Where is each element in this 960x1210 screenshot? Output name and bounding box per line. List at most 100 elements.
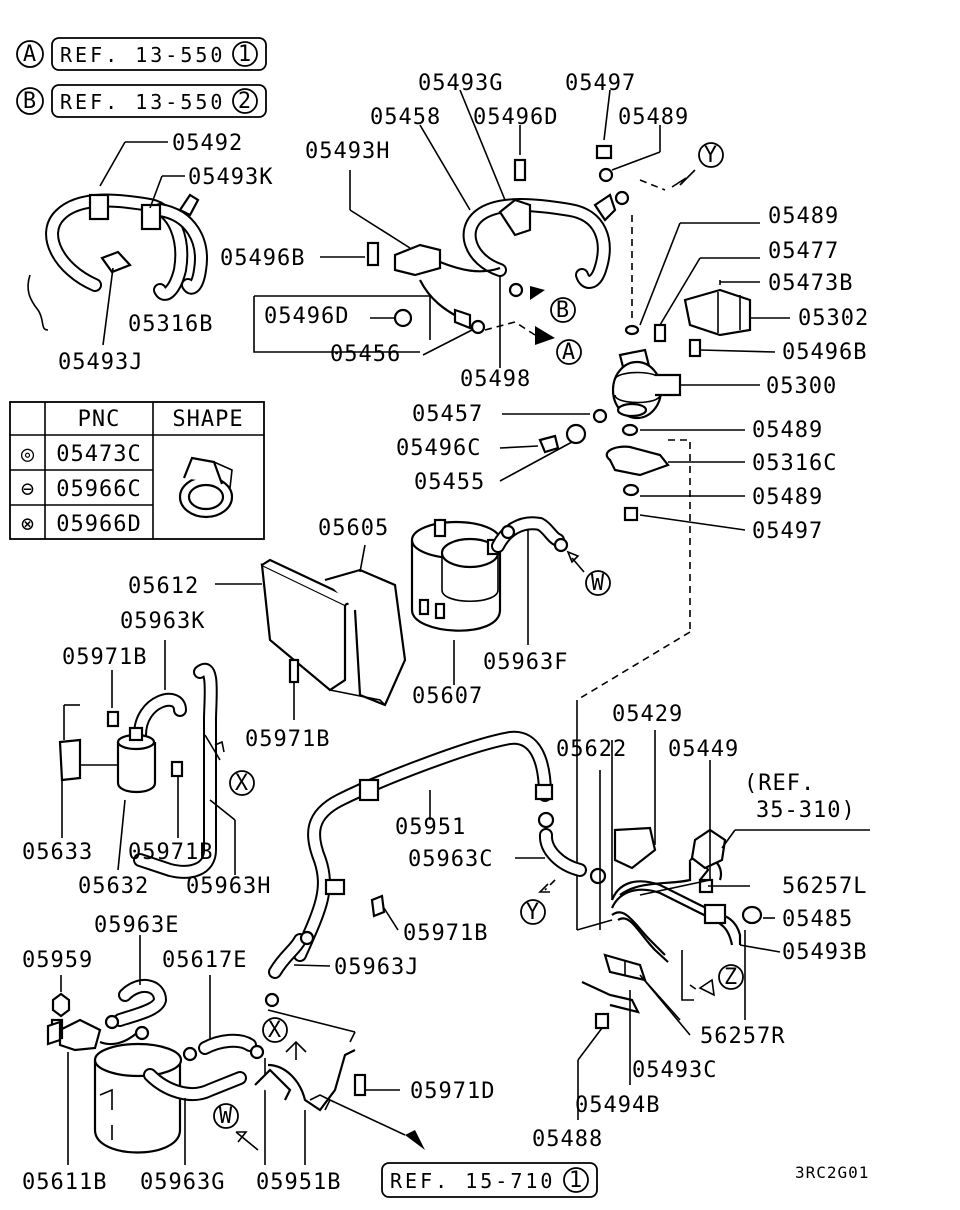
svg-text:Z: Z — [724, 965, 738, 990]
label-05485[interactable]: 05485 — [782, 907, 853, 932]
label-05497-lower[interactable]: 05497 — [752, 519, 823, 544]
label-56257l[interactable]: 56257L — [782, 874, 867, 899]
label-05963j[interactable]: 05963J — [334, 955, 419, 980]
reference-15-710[interactable]: REF. 15-710 1 — [381, 1162, 598, 1198]
label-05971b-bracket[interactable]: 05971B — [245, 727, 330, 752]
label-05632[interactable]: 05632 — [78, 874, 149, 899]
label-05493c[interactable]: 05493C — [632, 1058, 717, 1083]
label-05316b[interactable]: 05316B — [128, 312, 213, 337]
ref-15-710-text: REF. 15-710 — [390, 1169, 555, 1193]
svg-text:W: W — [591, 571, 605, 596]
marker-b-arrow[interactable]: B — [508, 282, 576, 323]
svg-text:X: X — [268, 1018, 282, 1043]
marker-x-left[interactable]: X — [204, 734, 255, 796]
label-05963g[interactable]: 05963G — [140, 1170, 225, 1195]
label-05489-mid[interactable]: 05489 — [752, 418, 823, 443]
label-05607[interactable]: 05607 — [412, 684, 483, 709]
label-05496b[interactable]: 05496B — [220, 246, 305, 271]
svg-text:X: X — [235, 771, 249, 796]
label-05963k[interactable]: 05963K — [120, 609, 205, 634]
marker-a: A — [23, 42, 37, 67]
label-05971b-valve[interactable]: 05971B — [128, 840, 213, 865]
clamp-shape-icon — [178, 456, 234, 519]
label-05429[interactable]: 05429 — [612, 702, 683, 727]
purge-control-valve — [576, 215, 790, 930]
label-05496d[interactable]: 05496D — [473, 105, 558, 130]
symbol-double-circle: ◎ — [21, 442, 35, 467]
marker-w-bottom[interactable]: W — [213, 1103, 239, 1129]
label-05493b[interactable]: 05493B — [782, 940, 867, 965]
label-05494b[interactable]: 05494B — [575, 1093, 660, 1118]
marker-z[interactable]: Z — [718, 964, 744, 990]
label-05951b[interactable]: 05951B — [256, 1170, 341, 1195]
label-05951[interactable]: 05951 — [395, 815, 466, 840]
label-05473b[interactable]: 05473B — [768, 271, 853, 296]
svg-text:2: 2 — [238, 89, 252, 114]
label-05316c[interactable]: 05316C — [752, 451, 837, 476]
label-05493j[interactable]: 05493J — [58, 350, 143, 375]
svg-text:A: A — [562, 340, 576, 365]
upper-left-hose-assembly — [27, 141, 208, 346]
svg-text:1: 1 — [238, 42, 252, 67]
label-05497[interactable]: 05497 — [565, 71, 636, 96]
label-05963c[interactable]: 05963C — [408, 847, 493, 872]
label-05457[interactable]: 05457 — [412, 402, 483, 427]
label-05971d[interactable]: 05971D — [410, 1079, 495, 1104]
label-05493k[interactable]: 05493K — [188, 165, 273, 190]
pnc-row[interactable]: 05966C — [56, 477, 141, 502]
symbol-circle-minus: ⊖ — [21, 477, 35, 502]
canister-bracket — [215, 544, 407, 720]
label-05612[interactable]: 05612 — [128, 574, 199, 599]
label-05496c[interactable]: 05496C — [396, 436, 481, 461]
label-05458[interactable]: 05458 — [370, 105, 441, 130]
label-05492[interactable]: 05492 — [172, 131, 243, 156]
marker-w-top[interactable]: W — [566, 550, 611, 596]
ref-35-310-line1[interactable]: (REF. — [744, 771, 815, 796]
label-05300[interactable]: 05300 — [766, 374, 837, 399]
label-05449[interactable]: 05449 — [668, 737, 739, 762]
label-05477[interactable]: 05477 — [768, 239, 839, 264]
label-05489-upper[interactable]: 05489 — [768, 204, 839, 229]
label-05611b[interactable]: 05611B — [22, 1170, 107, 1195]
label-05622[interactable]: 05622 — [556, 737, 627, 762]
svg-text:1: 1 — [569, 1168, 583, 1193]
marker-y-mid[interactable]: Y — [520, 879, 556, 925]
pnc-row[interactable]: 05966D — [56, 512, 141, 537]
reference-b[interactable]: B REF. 13-550 2 — [16, 84, 267, 118]
label-05496b-right[interactable]: 05496B — [782, 340, 867, 365]
label-05971b-left[interactable]: 05971B — [62, 645, 147, 670]
reference-a[interactable]: A REF. 13-550 1 — [16, 37, 267, 71]
label-05493g[interactable]: 05493G — [418, 71, 503, 96]
label-05489-lower[interactable]: 05489 — [752, 485, 823, 510]
label-05605[interactable]: 05605 — [318, 516, 389, 541]
label-05493h[interactable]: 05493H — [305, 139, 390, 164]
marker-y-top[interactable]: Y — [639, 142, 724, 191]
pnc-table: PNC SHAPE ◎ 05473C ⊖ 05966C ⊗ 05966D — [9, 401, 265, 540]
svg-text:Y: Y — [704, 143, 718, 168]
label-05617e[interactable]: 05617E — [162, 948, 247, 973]
marker-a-arrow[interactable]: A — [484, 321, 582, 365]
label-05959[interactable]: 05959 — [22, 948, 93, 973]
label-05489[interactable]: 05489 — [618, 105, 689, 130]
label-05633[interactable]: 05633 — [22, 840, 93, 865]
label-05963h[interactable]: 05963H — [186, 874, 271, 899]
label-05963e[interactable]: 05963E — [94, 913, 179, 938]
label-05496d-lower[interactable]: 05496D — [264, 304, 349, 329]
label-05302[interactable]: 05302 — [798, 306, 869, 331]
marker-b: B — [23, 89, 37, 114]
label-56257r[interactable]: 56257R — [700, 1024, 785, 1049]
pnc-row[interactable]: 05473C — [56, 442, 141, 467]
ref-35-310-line2[interactable]: 35-310) — [756, 798, 856, 823]
label-05971b-hose[interactable]: 05971B — [403, 921, 488, 946]
label-05456[interactable]: 05456 — [330, 342, 401, 367]
solenoid-valve — [58, 640, 236, 879]
ref-a-text: REF. 13-550 — [60, 43, 225, 67]
label-05488[interactable]: 05488 — [532, 1127, 603, 1152]
marker-x-bottom[interactable]: X — [262, 1017, 288, 1043]
top-center-hose — [419, 89, 661, 289]
label-05963f[interactable]: 05963F — [483, 650, 568, 675]
symbol-circle-times: ⊗ — [21, 512, 35, 537]
label-05498[interactable]: 05498 — [460, 367, 531, 392]
label-05455[interactable]: 05455 — [414, 470, 485, 495]
